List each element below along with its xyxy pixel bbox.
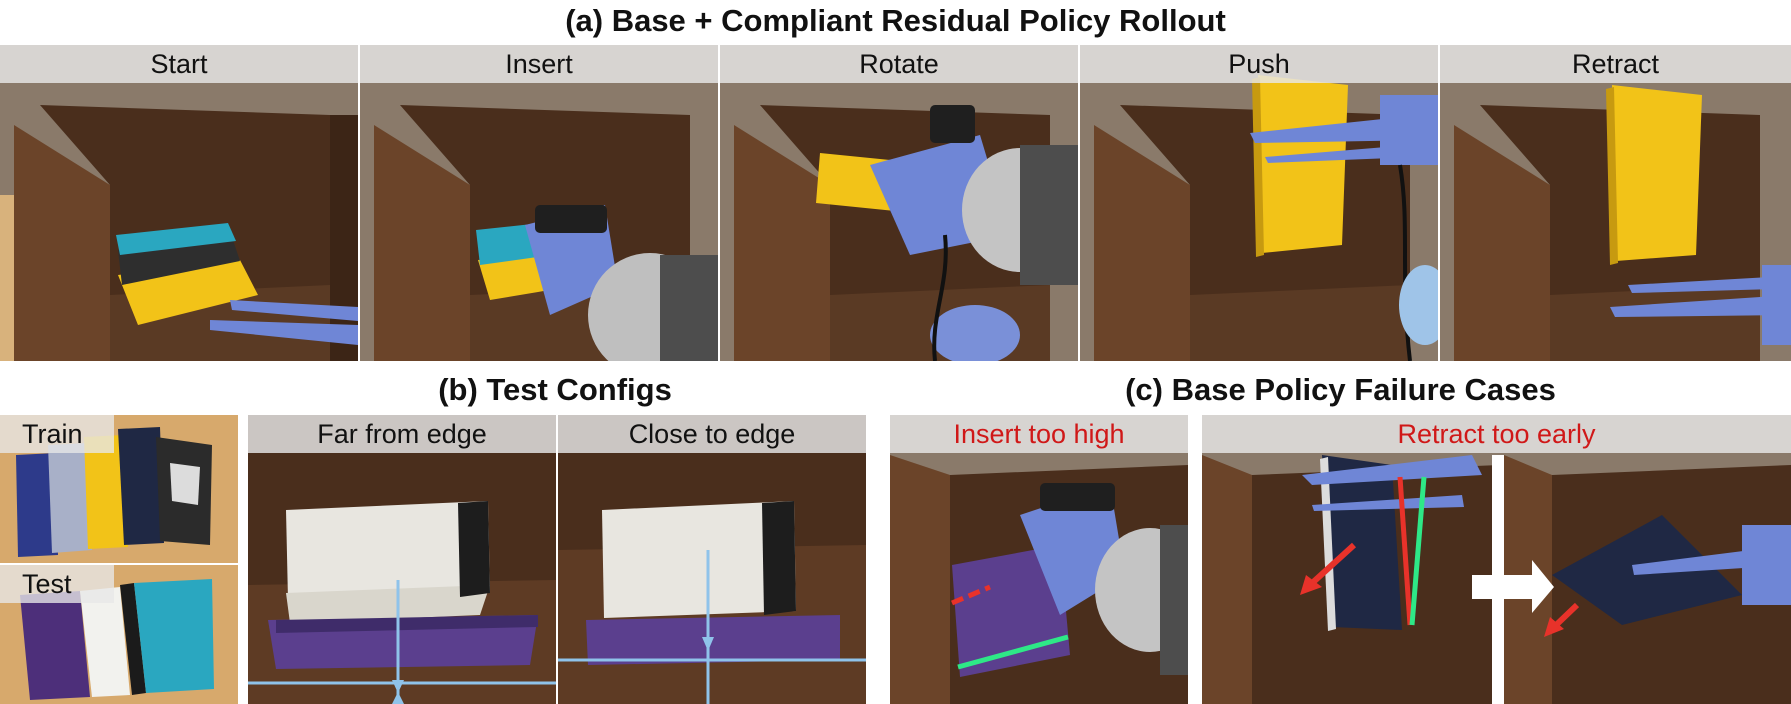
config-image-far: [248, 415, 556, 704]
rollout-image-rotate: [720, 45, 1078, 361]
rollout-panel-rotate: Rotate: [720, 45, 1078, 361]
rollout-panel-push: Push: [1080, 45, 1438, 361]
section-a-title: (a) Base + Compliant Residual Policy Rol…: [565, 3, 1226, 38]
config-label-close: Close to edge: [558, 415, 866, 453]
failure-image-insert-too-high: [890, 415, 1188, 704]
config-panel-far: Far from edge: [248, 415, 556, 704]
rollout-image-push: [1080, 45, 1438, 361]
rollout-panel-insert: Insert: [360, 45, 718, 361]
section-b-title: (b) Test Configs: [438, 372, 672, 407]
failure-image-retract-too-early: [1202, 415, 1791, 704]
train-label: Train: [0, 415, 114, 453]
test-label: Test: [0, 565, 114, 603]
step-label-rotate: Rotate: [720, 45, 1078, 83]
rollout-image-retract: [1440, 45, 1791, 361]
config-panel-close: Close to edge: [558, 415, 866, 704]
rollout-image-start: [0, 45, 358, 361]
step-label-insert: Insert: [360, 45, 718, 83]
failure-label-retract-too-early: Retract too early: [1202, 415, 1791, 453]
rollout-panel-start: Start: [0, 45, 358, 361]
rollout-image-insert: [360, 45, 718, 361]
config-image-close: [558, 415, 866, 704]
rollout-panel-retract: Retract: [1440, 45, 1791, 361]
test-books-panel: Test: [0, 565, 238, 704]
step-label-start: Start: [0, 45, 358, 83]
train-books-panel: Train: [0, 415, 238, 563]
config-label-far: Far from edge: [248, 415, 556, 453]
step-label-push: Push: [1080, 45, 1438, 83]
failure-panel-retract-too-early: Retract too early: [1202, 415, 1791, 704]
failure-panel-insert-too-high: Insert too high: [890, 415, 1188, 704]
step-label-retract: Retract: [1440, 45, 1791, 83]
section-c-title: (c) Base Policy Failure Cases: [1125, 372, 1556, 407]
failure-label-insert-too-high: Insert too high: [890, 415, 1188, 453]
